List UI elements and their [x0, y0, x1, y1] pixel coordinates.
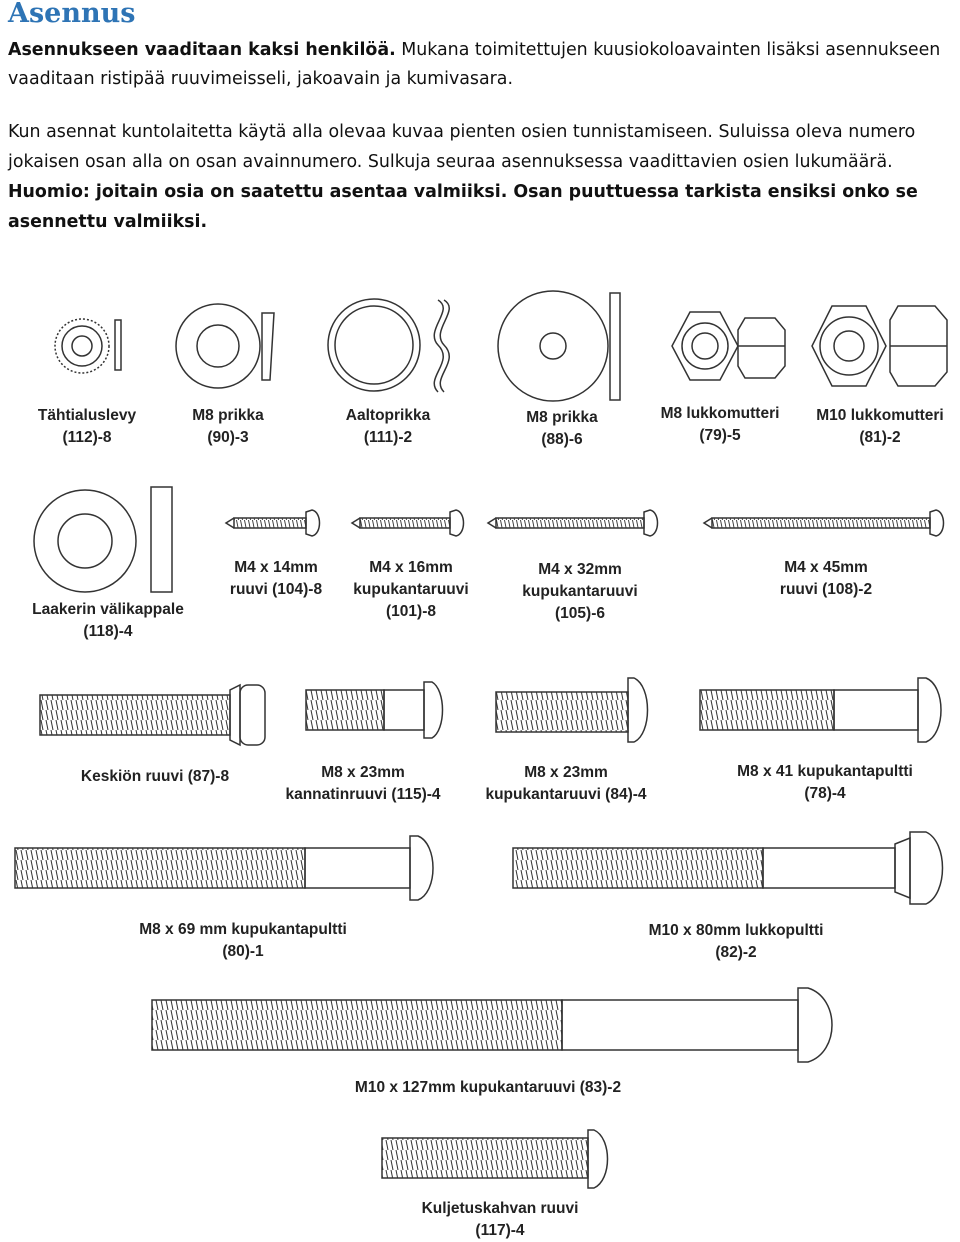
intro-paragraph: Asennukseen vaaditaan kaksi henkilöä. Mu… — [8, 36, 958, 94]
m4x16-screw-icon — [350, 509, 465, 537]
part-label: Kuljetuskahvan ruuvi(117)-4 — [421, 1200, 579, 1239]
m4x45-screw-icon — [702, 509, 945, 537]
m10-lock-nut-icon — [811, 305, 948, 387]
part-label: M8 x 69 mm kupukantapultti(80)-1 — [139, 921, 347, 960]
m8-washer-icon — [175, 303, 275, 389]
m4x32-screw-icon — [486, 509, 659, 537]
star-washer-icon — [54, 318, 122, 374]
m8-large-washer-icon — [497, 290, 621, 402]
note-bold-text: Huomio: joitain osia on saatettu asentaa… — [8, 182, 918, 232]
page-heading: Asennus — [8, 0, 136, 29]
m8x41-dome-bolt-icon — [699, 677, 942, 743]
m8x69-dome-bolt-icon — [14, 835, 434, 901]
instructions-text: Kun asennat kuntolaitetta käytä alla ole… — [8, 122, 916, 172]
part-label: M10 lukkomutteri(81)-2 — [816, 407, 944, 446]
transport-handle-screw-icon — [381, 1129, 609, 1189]
wave-washer-icon — [327, 298, 450, 393]
m10x127-dome-bolt-icon — [151, 987, 833, 1063]
part-label: M10 x 80mm lukkopultti(82)-2 — [648, 922, 824, 961]
m10x80-lock-bolt-icon — [512, 831, 944, 905]
intro-text: Mukana toimitettujen kuusiokoloavainten … — [8, 40, 941, 89]
part-label: M8 lukkomutteri(79)-5 — [660, 405, 780, 444]
crank-bolt-icon — [39, 683, 266, 747]
part-label: M8 prikka(88)-6 — [526, 409, 598, 448]
m8x23-bracket-bolt-icon — [305, 681, 444, 739]
part-label: Aaltoprikka(111)-2 — [345, 407, 431, 446]
part-label: Keskiön ruuvi (87)-8 — [80, 768, 230, 785]
bearing-spacer-icon — [33, 486, 173, 593]
part-label: M8 prikka(90)-3 — [192, 407, 264, 446]
m4x14-screw-icon — [224, 509, 321, 537]
part-label: M10 x 127mm kupukantaruuvi (83)-2 — [354, 1079, 622, 1096]
m8x23-dome-bolt-icon — [495, 677, 649, 743]
part-label: M8 x 41 kupukantapultti(78)-4 — [737, 763, 913, 802]
instructions-paragraph: Kun asennat kuntolaitetta käytä alla ole… — [8, 117, 960, 237]
part-label: Tähtialuslevy(112)-8 — [37, 407, 137, 446]
m8-lock-nut-icon — [671, 311, 786, 381]
intro-bold-text: Asennukseen vaaditaan kaksi henkilöä. — [8, 40, 396, 60]
part-label: Laakerin välikappale(118)-4 — [32, 601, 184, 640]
